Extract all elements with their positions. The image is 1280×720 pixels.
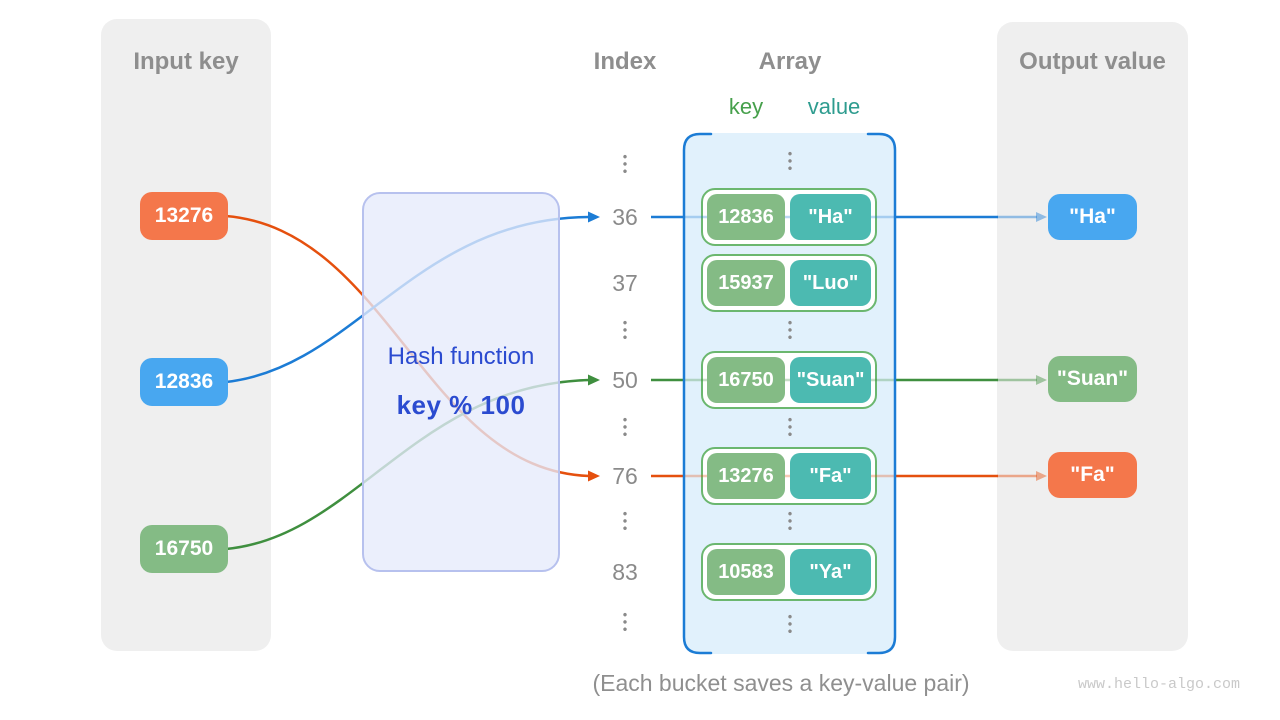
ellipsis-dots [788,416,792,438]
ellipsis-dots [623,153,627,175]
index-column-header: Index [593,48,657,75]
ellipsis-dots [788,510,792,532]
input-key-chip: 13276 [140,192,228,240]
index-value: 37 [612,270,638,296]
index-value: 50 [612,367,638,393]
bucket-value: "Fa" [790,453,871,499]
array-value-label: value [807,94,861,119]
diagram-caption: (Each bucket saves a key-value pair) [592,670,970,696]
ellipsis-dots [623,319,627,341]
hash-function-title: Hash function [387,343,535,370]
ellipsis-dots [623,510,627,532]
ellipsis-dots [788,150,792,172]
output-value-chip: "Ha" [1048,194,1137,240]
bucket-key: 13276 [707,453,785,499]
index-value: 76 [612,463,638,489]
bucket-value: "Suan" [790,357,871,403]
input-key-chip: 16750 [140,525,228,573]
hash-function-box: Hash function key % 100 [362,192,560,572]
bucket-row: 15937 "Luo" [701,254,877,312]
input-panel-title: Input key [133,48,239,75]
bucket-value: "Ya" [790,549,871,595]
index-value: 36 [612,204,638,230]
bucket-key: 16750 [707,357,785,403]
ellipsis-dots [788,319,792,341]
output-value-chip: "Fa" [1048,452,1137,498]
output-panel-title: Output value [1019,48,1166,75]
index-value: 83 [612,559,638,585]
ellipsis-dots [623,611,627,633]
array-column-header: Array [758,48,822,75]
bucket-key: 10583 [707,549,785,595]
site-watermark: www.hello-algo.com [1077,676,1240,693]
bucket-key: 12836 [707,194,785,240]
bucket-value: "Luo" [790,260,871,306]
output-value-chip: "Suan" [1048,356,1137,402]
input-key-chip: 12836 [140,358,228,406]
bucket-row: 12836 "Ha" [701,188,877,246]
bucket-key: 15937 [707,260,785,306]
ellipsis-dots [788,613,792,635]
output-value-panel [997,22,1188,651]
hash-function-formula: key % 100 [396,390,526,420]
bucket-value: "Ha" [790,194,871,240]
bucket-row: 13276 "Fa" [701,447,877,505]
array-key-label: key [728,94,764,119]
ellipsis-dots [623,416,627,438]
bucket-row: 10583 "Ya" [701,543,877,601]
bucket-row: 16750 "Suan" [701,351,877,409]
